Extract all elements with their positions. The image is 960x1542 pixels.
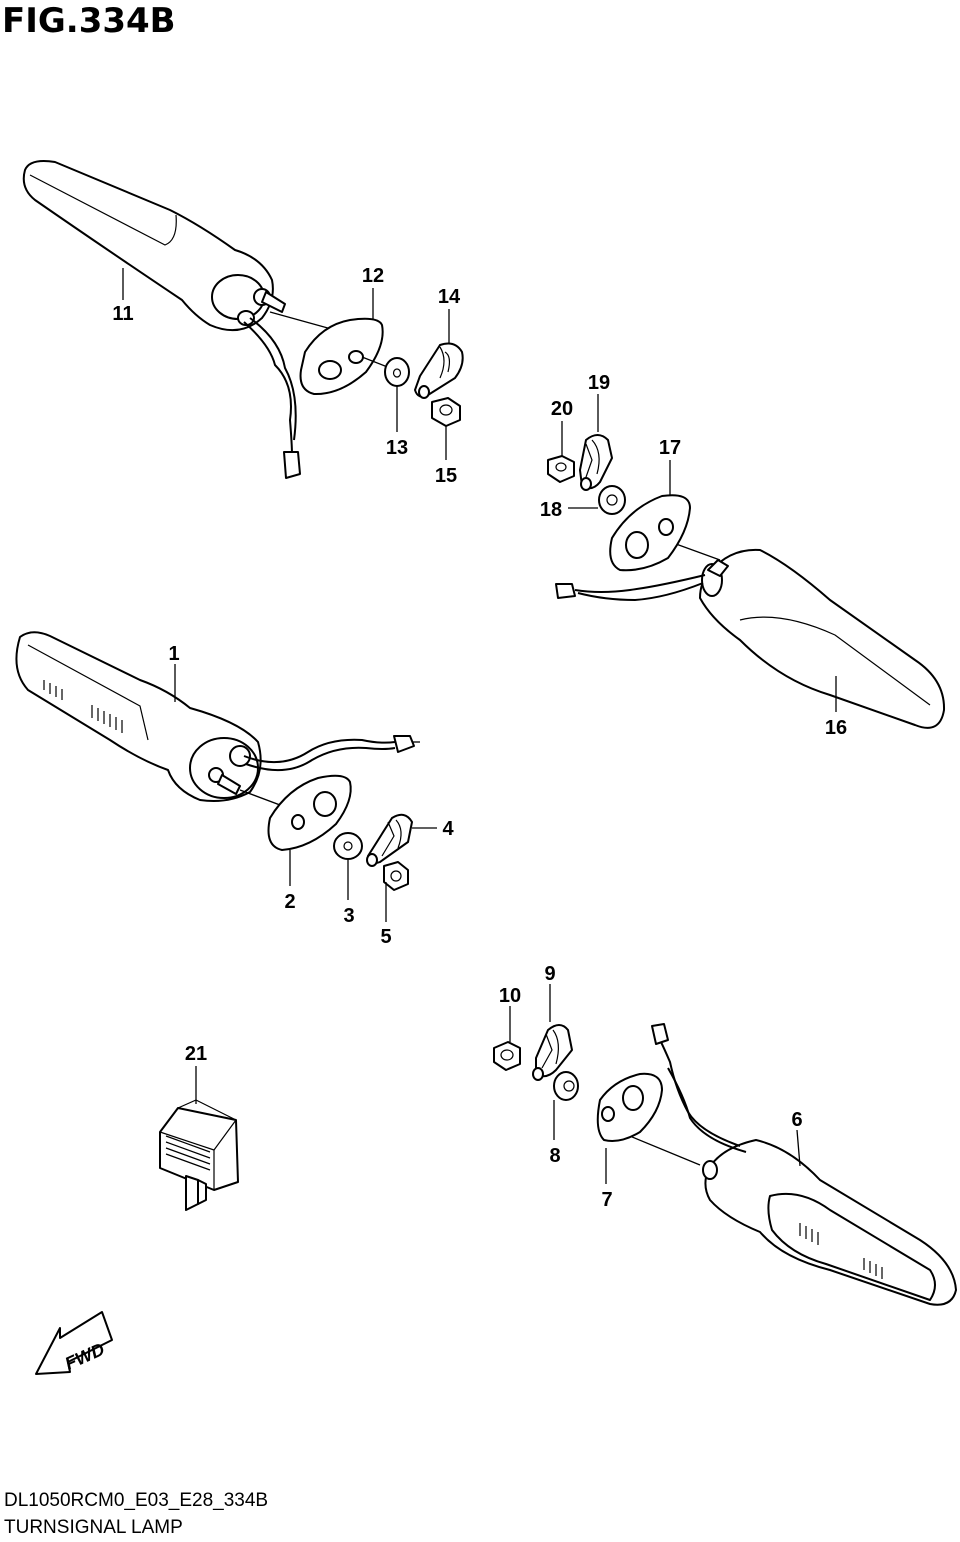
callout-1: 1: [168, 643, 179, 665]
callout-labels: 1 2 3 4 5 6 7 8 9 10 11 12 13 14 15 16 1…: [112, 265, 847, 1211]
nut-5[interactable]: [383, 861, 409, 891]
forward-direction-arrow: FWD: [35, 1311, 113, 1375]
callout-20: 20: [551, 398, 573, 420]
washer-8[interactable]: [553, 1071, 579, 1101]
washer-18[interactable]: [598, 485, 626, 515]
figure-title: FIG.334B: [2, 1, 176, 41]
callout-21: 21: [185, 1043, 207, 1065]
callout-2: 2: [284, 891, 295, 913]
callout-17: 17: [659, 437, 681, 459]
callout-16: 16: [825, 717, 847, 739]
washer-13[interactable]: [384, 357, 410, 387]
callout-7: 7: [601, 1189, 612, 1211]
figure-name: TURNSIGNAL LAMP: [4, 1517, 183, 1538]
callout-4: 4: [442, 818, 454, 840]
gasket-12[interactable]: [299, 317, 384, 396]
lamp-6-lens-slots: [799, 1223, 883, 1279]
callout-5: 5: [380, 926, 391, 948]
turn-signal-lamp-16[interactable]: [699, 548, 946, 729]
callout-14: 14: [438, 286, 461, 308]
lamp-assembly-middle-left: [15, 631, 437, 922]
lamp-assembly-upper-right: [547, 394, 946, 729]
nut-20[interactable]: [547, 455, 575, 483]
callout-9: 9: [544, 963, 555, 985]
callout-19: 19: [588, 372, 610, 394]
callout-3: 3: [343, 905, 354, 927]
lamp-assembly-lower-right: [493, 984, 957, 1306]
callout-15: 15: [435, 465, 457, 487]
callout-13: 13: [386, 437, 408, 459]
callout-11: 11: [112, 303, 133, 325]
callout-6: 6: [791, 1109, 802, 1131]
callout-12: 12: [362, 265, 384, 287]
model-code: DL1050RCM0_E03_E28_334B: [4, 1490, 269, 1511]
lamp-assembly-upper-left: [22, 160, 464, 479]
nut-10[interactable]: [493, 1041, 521, 1071]
callout-10: 10: [499, 985, 521, 1007]
callout-8: 8: [549, 1145, 560, 1167]
nut-15[interactable]: [431, 397, 461, 427]
clip-14[interactable]: [414, 342, 464, 398]
washer-3[interactable]: [333, 832, 363, 860]
callout-18: 18: [540, 499, 562, 521]
relay-21[interactable]: [159, 1066, 239, 1211]
lamp-1-lens-slots: [43, 680, 123, 733]
